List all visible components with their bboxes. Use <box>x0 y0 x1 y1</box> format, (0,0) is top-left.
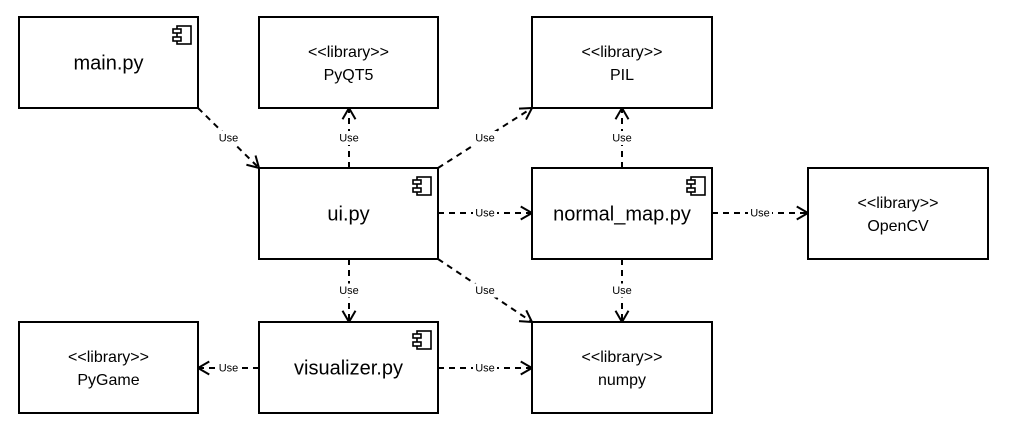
node-box <box>258 321 439 414</box>
node-pyqt5[interactable]: <<library>> PyQT5 <box>258 16 439 109</box>
edge-ui-to-pyqt5: Use <box>337 105 361 168</box>
node-title: visualizer.py <box>294 358 403 380</box>
edge-normal_map-to-numpy: Use <box>610 259 634 325</box>
node-box <box>531 321 713 414</box>
edge-ui-to-normal_map: Use <box>438 205 534 221</box>
edge-label: Use <box>339 285 359 297</box>
open-arrow-head-icon <box>518 106 534 120</box>
edge-label: Use <box>475 362 495 374</box>
node-title: numpy <box>598 372 646 389</box>
node-box <box>531 16 713 109</box>
edge-label-background <box>337 283 361 298</box>
node-title: OpenCV <box>867 218 929 235</box>
node-box <box>18 321 199 414</box>
component-icon <box>412 330 432 350</box>
edge-label-background <box>748 206 772 220</box>
edge-label-background <box>473 361 497 375</box>
node-box <box>531 167 713 260</box>
edge-label-background <box>610 131 634 145</box>
node-ui[interactable]: ui.py <box>258 167 439 260</box>
edge-ui-to-numpy: Use <box>437 258 534 324</box>
edge-visualizer-to-numpy: Use <box>438 360 534 376</box>
node-stereotype: <<library>> <box>68 349 149 366</box>
node-stereotype: <<library>> <box>858 195 939 212</box>
open-arrow-head-icon <box>614 105 630 120</box>
edge-ui-to-visualizer: Use <box>337 259 361 325</box>
dashed-dependency-line <box>197 107 260 169</box>
node-visualizer[interactable]: visualizer.py <box>258 321 439 414</box>
edge-label-background <box>473 206 497 220</box>
node-pil[interactable]: <<library>> PIL <box>531 16 713 109</box>
node-title: normal_map.py <box>553 204 691 226</box>
component-icon <box>172 25 192 45</box>
component-icon <box>412 176 432 196</box>
node-box <box>807 167 989 260</box>
edge-label-background <box>337 131 361 145</box>
edge-label: Use <box>475 285 495 297</box>
component-icon <box>686 176 706 196</box>
node-stereotype: <<library>> <box>582 349 663 366</box>
edge-normal_map-to-pil: Use <box>610 105 634 168</box>
open-arrow-head-icon <box>341 105 357 120</box>
edge-label-background <box>610 283 634 298</box>
node-title: ui.py <box>327 204 369 226</box>
node-opencv[interactable]: <<library>> OpenCV <box>807 167 989 260</box>
edge-main-to-ui: Use <box>197 107 261 170</box>
node-pygame[interactable]: <<library>> PyGame <box>18 321 199 414</box>
node-title: main.py <box>73 53 143 75</box>
edge-label-background <box>473 283 497 298</box>
edge-visualizer-to-pygame: Use <box>195 360 259 376</box>
edge-ui-to-pil: Use <box>437 106 534 169</box>
edge-label: Use <box>612 285 632 297</box>
edge-normal_map-to-opencv: Use <box>712 205 810 221</box>
node-numpy[interactable]: <<library>> numpy <box>531 321 713 414</box>
diagram-nodes: main.py <<library>> PyQT5 <<library>> PIL ui.… <box>18 16 989 414</box>
edge-label-background <box>473 131 497 145</box>
edge-label: Use <box>219 132 239 144</box>
edge-label: Use <box>475 207 495 219</box>
edge-label: Use <box>475 132 495 144</box>
node-title: PyGame <box>77 372 139 389</box>
node-normal-map[interactable]: normal_map.py <box>531 167 713 260</box>
node-stereotype: <<library>> <box>308 44 389 61</box>
edge-label: Use <box>339 132 359 144</box>
node-main[interactable]: main.py <box>18 16 199 109</box>
node-box <box>258 167 439 260</box>
node-title: PyQT5 <box>324 67 374 84</box>
node-box <box>258 16 439 109</box>
node-stereotype: <<library>> <box>582 44 663 61</box>
edge-label: Use <box>750 207 770 219</box>
open-arrow-head-icon <box>518 309 534 324</box>
node-box <box>18 16 199 109</box>
edge-label-background <box>216 361 241 375</box>
edge-label: Use <box>612 132 632 144</box>
edge-label-background <box>216 131 241 145</box>
edge-label: Use <box>219 362 239 374</box>
node-title: PIL <box>610 67 634 84</box>
